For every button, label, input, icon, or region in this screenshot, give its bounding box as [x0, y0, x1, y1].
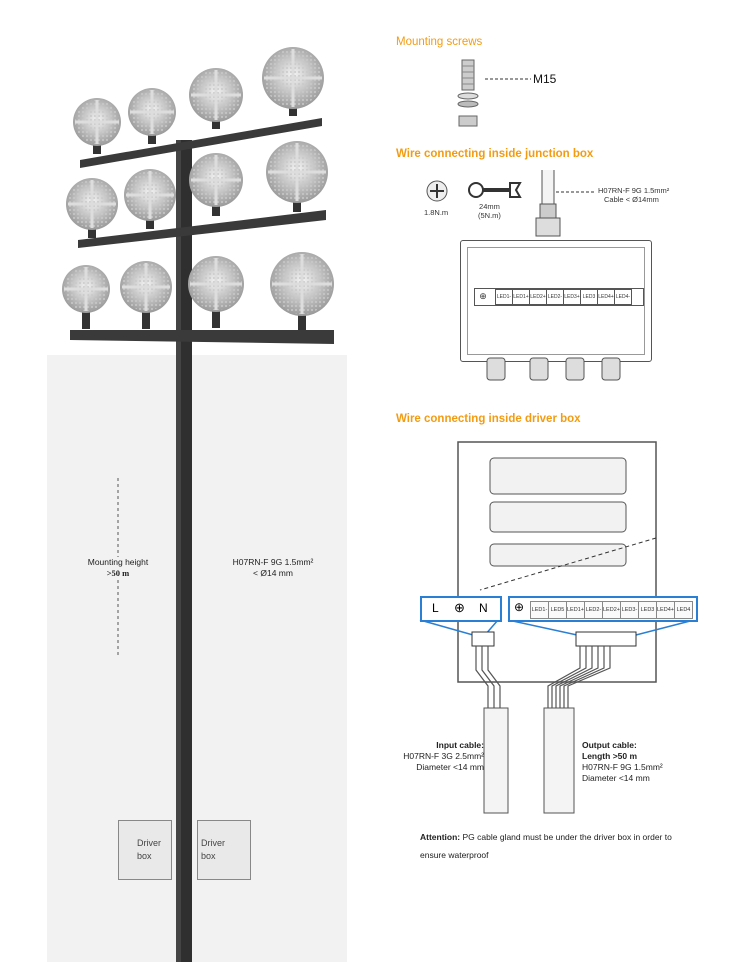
section-title-mounting-screws: Mounting screws [396, 36, 483, 48]
pole-cable-spec: H07RN-F 9G 1.5mm² < Ø14 mm [228, 557, 318, 579]
screw-assembly-icon [457, 59, 479, 127]
screwdriver-icon [426, 180, 448, 202]
output-cable-label: Output cable: Length >50 m H07RN-F 9G 1.… [582, 740, 682, 784]
input-terminal-callout: L ⊕ N [420, 596, 502, 622]
screw-leader-line [485, 78, 531, 80]
output-cable-length: Length >50 m [582, 751, 638, 761]
output-terminal: LED3 [638, 601, 657, 619]
wrench-icon [468, 182, 522, 198]
output-cable-line2: Diameter <14 mm [582, 773, 650, 783]
output-cable-title: Output cable: [582, 740, 637, 750]
output-terminal: LED2+ [602, 601, 621, 619]
junction-terminal: LED2+ [529, 289, 547, 305]
driver-box-detail [419, 441, 695, 814]
junction-terminal: LED3+ [563, 289, 581, 305]
output-terminal: LED1- [530, 601, 549, 619]
junction-terminal: LED3 [580, 289, 598, 305]
junction-cable-entry [535, 170, 596, 237]
input-cable-line2: Diameter <14 mm [416, 762, 484, 772]
junction-box-inner [467, 247, 645, 355]
luminaire-row-bottom [62, 252, 334, 330]
section-title-driver-box: Wire connecting inside driver box [396, 413, 581, 425]
junction-cable-glands [486, 357, 621, 381]
section-title-junction-box: Wire connecting inside junction box [396, 148, 594, 160]
screwdriver-torque: 1.8N.m [424, 208, 449, 217]
output-terminal: LED4+ [656, 601, 675, 619]
junction-terminal: LED2- [546, 289, 564, 305]
attention-text-2: ensure waterproof [420, 850, 489, 860]
output-terminal: LED3- [620, 601, 639, 619]
pole-with-luminaires [62, 47, 334, 962]
output-cable-line1: H07RN-F 9G 1.5mm² [582, 762, 663, 772]
output-terminal: LED5 [548, 601, 567, 619]
terminal-L: L [432, 601, 439, 615]
input-cable-title: Input cable: [436, 740, 484, 750]
input-cable-line1: H07RN-F 3G 2.5mm² [403, 751, 484, 761]
pole-cable-line2: < Ø14 mm [253, 568, 293, 578]
driver-box-right: Driver box [197, 820, 251, 880]
driver-box-left-label: Driver box [137, 838, 161, 861]
input-cable-label: Input cable: H07RN-F 3G 2.5mm² Diameter … [396, 740, 484, 773]
output-terminal: LED2- [584, 601, 603, 619]
screw-size-label: M15 [533, 72, 557, 86]
junction-terminal: LED4- [614, 289, 632, 305]
attention-label: Attention: [420, 832, 461, 842]
ground-icon: ⊕ [454, 600, 465, 615]
attention-text: PG cable gland must be under the driver … [462, 832, 672, 842]
junction-terminal: LED1- [495, 289, 513, 305]
junction-cable-spec: H07RN-F 9G 1.5mm² Cable < Ø14mm [598, 186, 670, 204]
junction-terminal: LED1+ [512, 289, 530, 305]
pole-cable-line1: H07RN-F 9G 1.5mm² [232, 557, 314, 567]
terminal-N: N [479, 601, 488, 615]
mounting-height-label: Mounting height >50 m [80, 557, 156, 579]
wrench-torque: 24mm(5N.m) [478, 202, 501, 220]
luminaire-row-middle [66, 141, 328, 238]
driver-box-right-label: Driver box [201, 838, 225, 861]
output-terminal: LED1+ [566, 601, 585, 619]
output-ground-icon: ⊕ [514, 600, 525, 614]
mounting-height-value: >50 m [106, 568, 130, 578]
luminaire-row-top [73, 47, 324, 154]
attention-note: Attention: PG cable gland must be under … [420, 828, 720, 864]
driver-box-left: Driver box [118, 820, 172, 880]
junction-ground-icon: ⊕ [475, 289, 491, 303]
output-terminal: LED4 [674, 601, 693, 619]
junction-terminal: LED4+ [597, 289, 615, 305]
